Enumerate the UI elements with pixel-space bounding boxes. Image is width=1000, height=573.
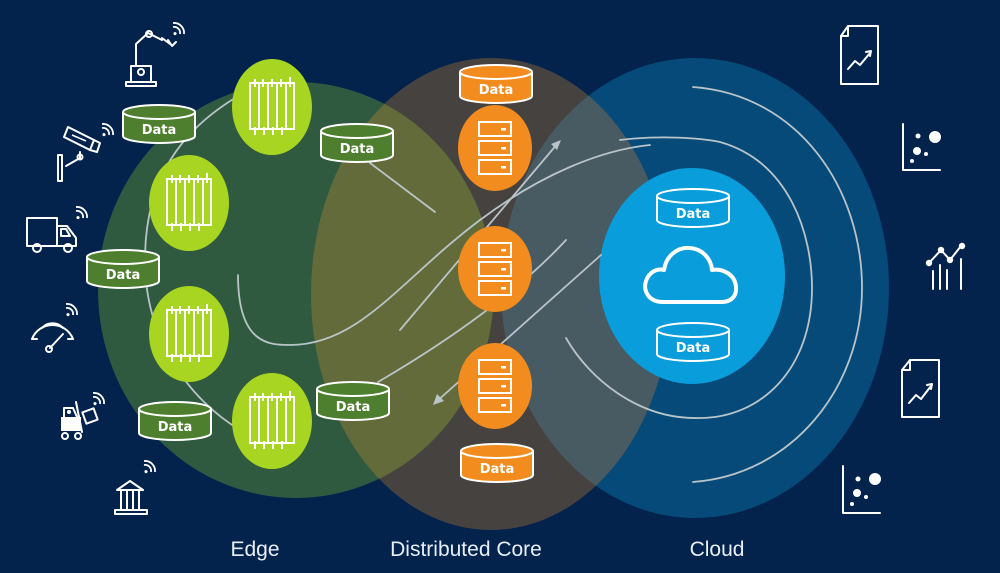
core-data-store: Data <box>460 443 534 483</box>
data-store-label: Data <box>106 268 141 283</box>
edge-processing-node <box>232 373 312 469</box>
cloud-icon <box>643 245 739 304</box>
core-cloud-overlap <box>501 58 671 518</box>
edge-data-store: Data <box>138 401 212 441</box>
edge-processing-node <box>232 59 312 155</box>
core-server-node <box>458 105 532 191</box>
report-trend-icon <box>840 25 879 85</box>
edge-data-store: Data <box>320 123 394 163</box>
core-server-node <box>458 343 532 429</box>
core-data-store: Data <box>459 64 533 104</box>
data-store-label: Data <box>336 400 371 415</box>
arrowhead-to-edge <box>433 394 444 405</box>
edge-data-store: Data <box>316 381 390 421</box>
arrowhead-to-cloud <box>551 140 561 150</box>
flow-line-edge-loop <box>237 144 651 346</box>
gauge-icon <box>31 303 78 353</box>
data-store-label: Data <box>480 462 515 477</box>
flow-line-edge-data-link <box>377 239 567 383</box>
cloud-data-store: Data <box>656 188 730 228</box>
cloud-arc-outer <box>692 86 863 483</box>
data-store-label: Data <box>158 420 193 435</box>
edge-data-store: Data <box>86 249 160 289</box>
data-store-label: Data <box>676 341 711 356</box>
scatter-plot-icon <box>842 465 881 514</box>
security-camera-icon <box>57 123 114 182</box>
forklift-icon <box>61 392 105 440</box>
core-server-node <box>458 226 532 312</box>
cloud-arc-middle <box>565 136 813 419</box>
truck-icon <box>26 206 88 253</box>
analytics-chart-icon <box>925 242 966 290</box>
report-trend-icon <box>901 359 940 418</box>
building-icon <box>114 460 156 515</box>
region-label-core: Distributed Core <box>390 538 542 561</box>
edge-processing-node <box>149 155 229 251</box>
cloud-data-store: Data <box>656 322 730 362</box>
flow-line-to-core <box>369 162 436 213</box>
edge-processing-node <box>149 286 229 382</box>
region-label-edge: Edge <box>230 538 279 561</box>
data-store-label: Data <box>479 83 514 98</box>
data-store-label: Data <box>676 207 711 222</box>
data-store-label: Data <box>142 123 177 138</box>
region-label-cloud: Cloud <box>690 538 745 561</box>
cloud-inner-circle <box>599 168 785 384</box>
edge-data-store: Data <box>122 104 196 144</box>
scatter-plot-icon <box>902 123 941 171</box>
data-store-label: Data <box>340 142 375 157</box>
robot-arm-icon <box>125 22 185 87</box>
